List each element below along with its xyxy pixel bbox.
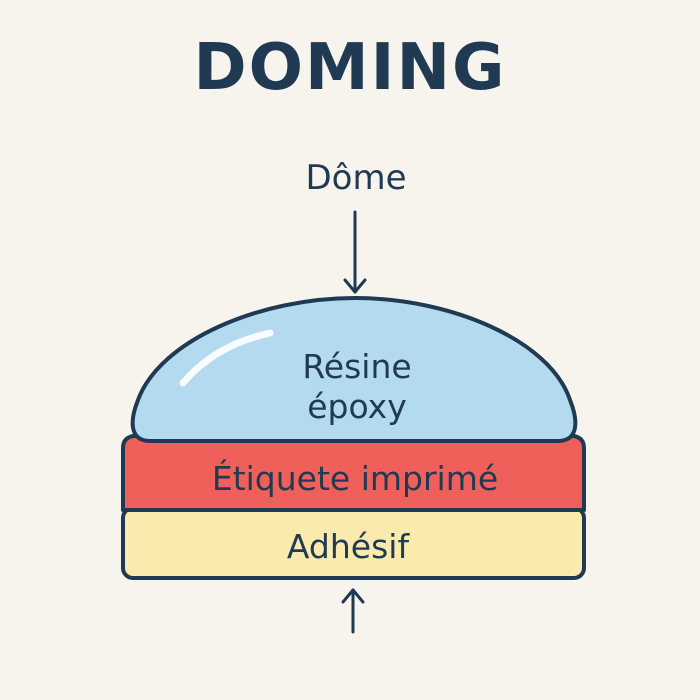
dome-highlight (179, 329, 274, 387)
printed-label-text: Étiquete imprimé (212, 458, 498, 498)
adhesive-label-text: Adhésif (287, 527, 411, 566)
arrow-up-icon (341, 588, 365, 634)
resin-label-line2: époxy (307, 387, 406, 426)
dome-label: Dôme (305, 158, 407, 198)
resin-dome (130, 296, 578, 443)
resin-label-line1: Résine (302, 347, 411, 386)
printed-label-layer (121, 434, 586, 512)
diagram-title: DOMING (193, 31, 507, 105)
arrow-down-icon (343, 210, 367, 294)
